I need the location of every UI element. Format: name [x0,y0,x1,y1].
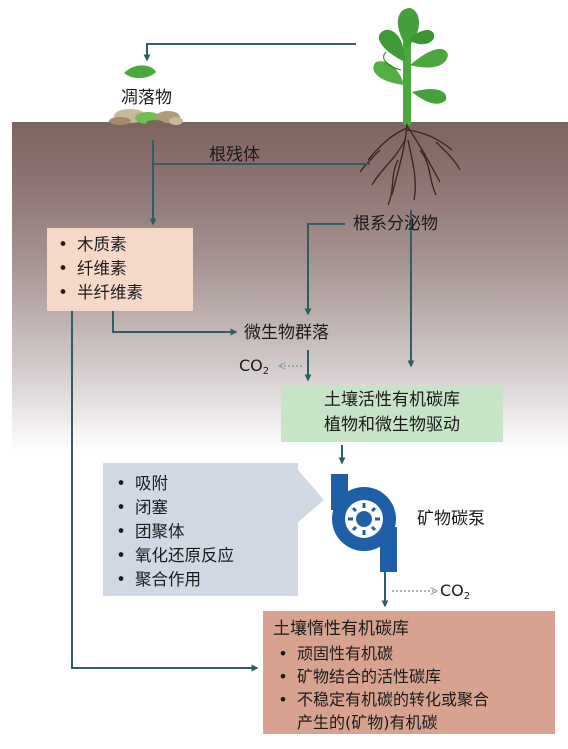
list-item: •团聚体 [116,522,185,541]
plant-icon [373,8,448,125]
mineral-carbon-pump-icon [331,474,397,572]
exudate-to-microbe-arrow [304,223,345,316]
inert-carbon-pool-box: 土壤惰性有机碳库 •顽固性有机碳 •矿物结合的活性碳库 •不稳定有机碳的转化或聚… [263,611,555,734]
litter-label: 凋落物 [121,88,172,108]
active-pool-subtitle: 植物和微生物驱动 [324,415,460,435]
active-pool-title: 土壤活性有机碳库 [324,390,460,410]
list-item: •半纤维素 [58,283,143,302]
mineral-pump-label: 矿物碳泵 [417,509,485,529]
root-residue-label: 根残体 [209,145,260,165]
flow-arrows [71,43,415,672]
roots-icon [359,123,461,206]
list-item: •纤维素 [58,259,127,278]
co2-label-1: CO2 [239,356,270,377]
falling-leaf-icon [124,65,156,79]
stabilization-process-box: •吸附 •闭塞 •团聚体 •氧化还原反应 •聚合作用 [103,463,298,596]
active-carbon-pool-box: 土壤活性有机碳库 植物和微生物驱动 [281,385,503,442]
list-item: •氧化还原反应 [116,546,234,565]
root-exudates-label: 根系分泌物 [353,214,438,234]
plant-to-litter-arrow [143,43,356,62]
list-item: •矿物结合的活性碳库 [278,667,442,686]
list-item: •闭塞 [116,498,168,517]
process-callout-pointer [298,470,324,522]
list-item: •吸附 [116,474,168,493]
plant-polymer-box: •木质素 •纤维素 •半纤维素 [47,228,193,311]
inert-pool-title: 土壤惰性有机碳库 [273,619,409,639]
co2-label-2: CO2 [440,581,471,602]
list-item: •不稳定有机碳的转化或聚合 [278,690,490,709]
microbial-community-label: 微生物群落 [244,323,329,343]
litter-icon [109,109,183,126]
list-item: •聚合作用 [116,570,201,589]
list-item: •顽固性有机碳 [278,644,394,663]
lignin-to-microbe-arrow [112,311,238,336]
lignin-to-inert-arrow [71,311,259,672]
list-item-continuation: 产生的(矿物)有机碳 [297,713,438,732]
list-item: •木质素 [58,235,127,254]
